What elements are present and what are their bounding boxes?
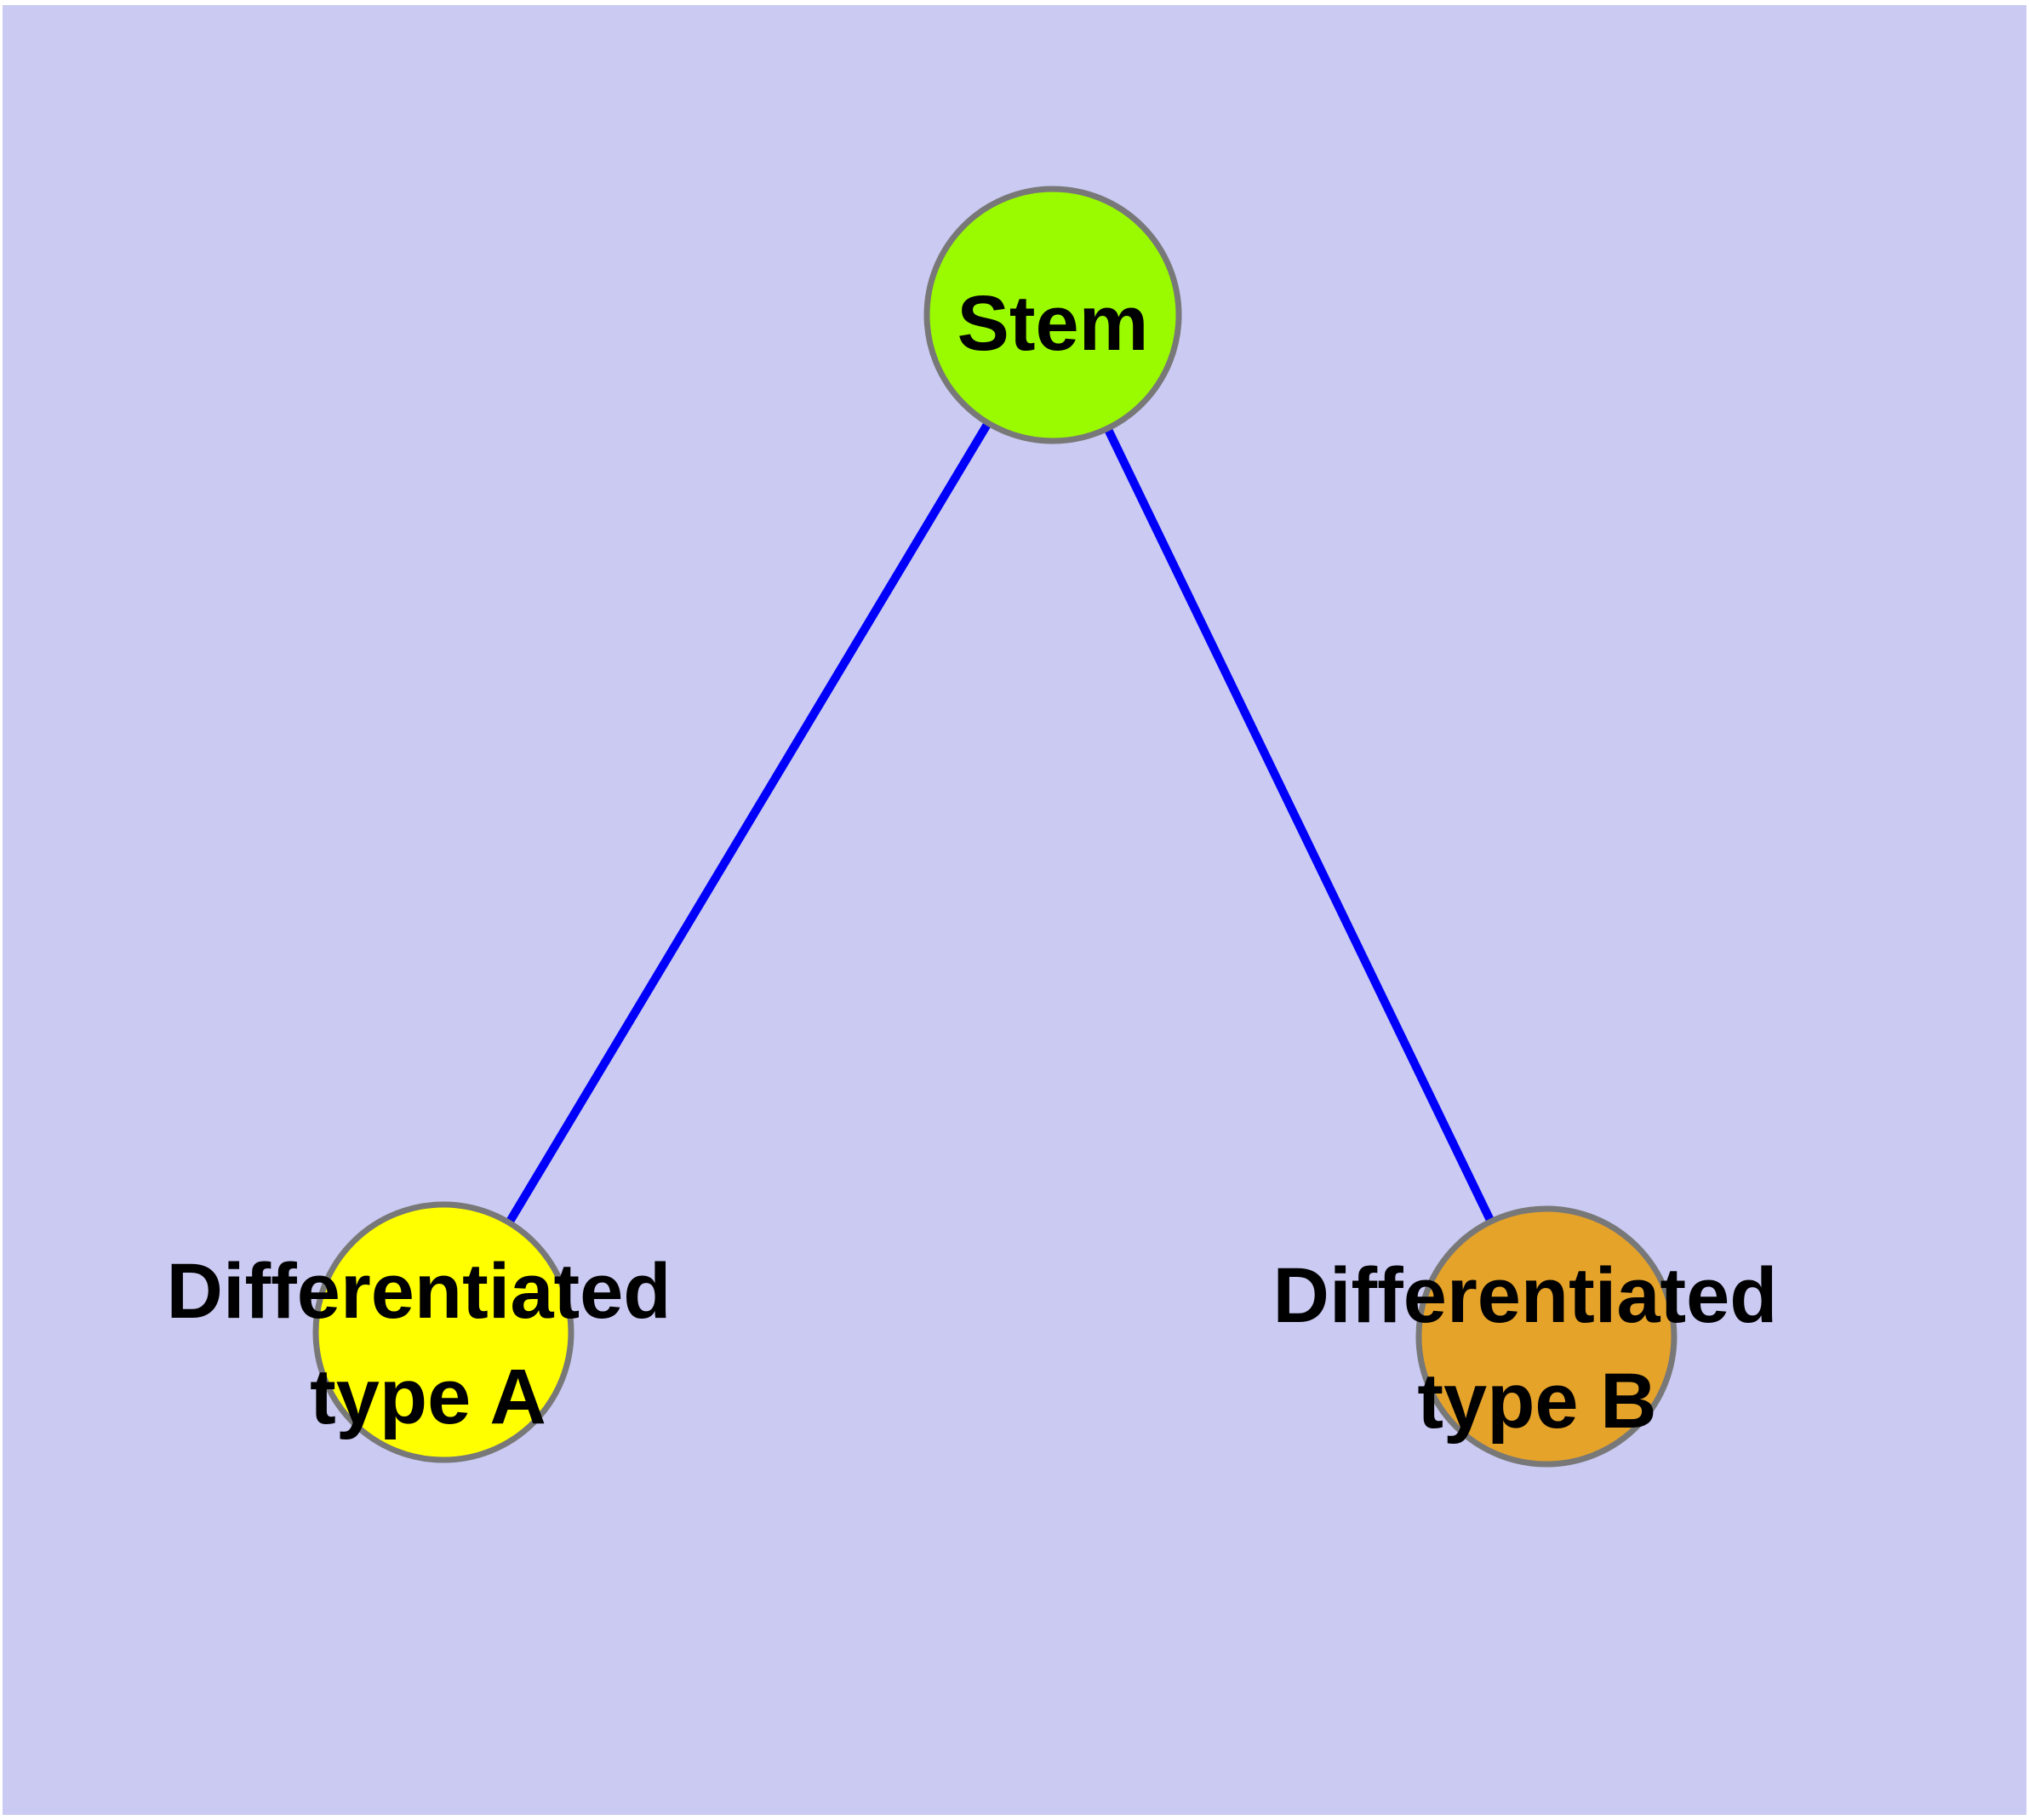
node-type-a-label: Differentiated type A [167,1248,672,1440]
edge-stem-to-type-b [1049,312,1551,1339]
node-type-a-circle [312,1201,574,1463]
node-type-a-label-line1: Differentiated [167,1248,672,1335]
node-type-b-label-line2: type B [1417,1358,1656,1445]
node-stem-circle [923,186,1182,444]
edge-stem-to-type-a [439,312,1057,1335]
node-type-a-label-line2: type A [310,1354,546,1440]
node-type-b-label-line1: Differentiated [1273,1252,1778,1339]
node-stem-label-text: Stem [957,280,1149,367]
node-type-b-circle [1415,1205,1677,1468]
node-type-b-label: Differentiated type B [1273,1252,1778,1445]
node-stem-label: Stem [957,280,1149,367]
